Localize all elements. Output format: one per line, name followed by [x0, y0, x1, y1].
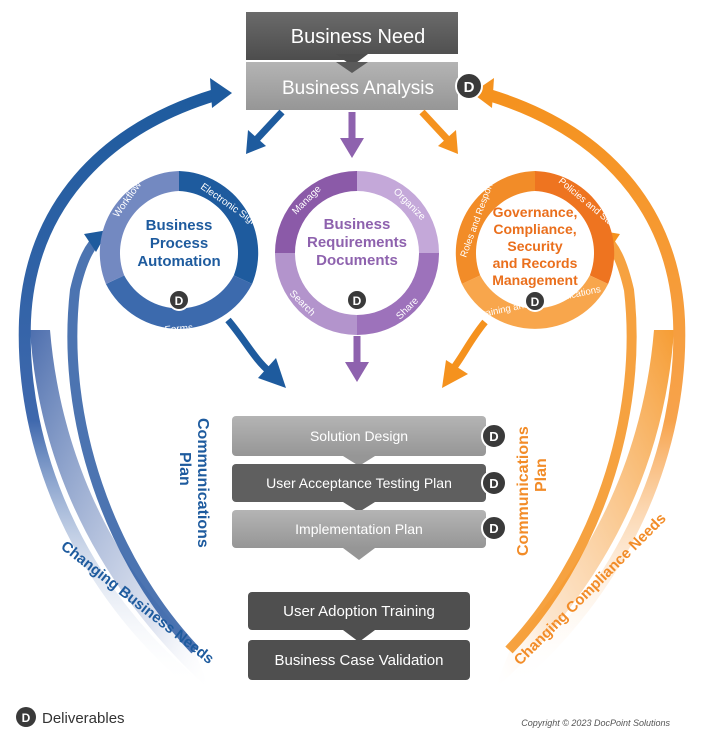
deliverable-badge	[346, 289, 368, 311]
right-arc-inner	[505, 233, 637, 654]
left-arc-arrowhead-top	[210, 78, 232, 108]
solution-design-label: Solution Design	[310, 428, 408, 444]
arrow-gov-to-plans	[449, 319, 488, 373]
comm-plan-left: Communications Plan	[176, 418, 211, 548]
business-analysis-box: Business Analysis	[246, 62, 458, 110]
svg-text:D: D	[464, 79, 475, 96]
gov-circle: Roles and Responsibilities Policies and …	[455, 150, 638, 329]
uat-plan-box: User Acceptance Testing Plan	[232, 464, 486, 512]
arrow-top-right	[419, 109, 451, 143]
svg-text:Communications: Communications	[515, 426, 532, 556]
svg-text:Documents: Documents	[316, 252, 398, 269]
business-case-box: Business Case Validation	[248, 640, 470, 680]
right-arc-arrowhead-top	[472, 78, 494, 108]
implementation-plan-label: Implementation Plan	[295, 521, 423, 537]
bpa-segment-forms: Forms	[164, 323, 193, 336]
uat-plan-label: User Acceptance Testing Plan	[266, 475, 452, 491]
left-arc	[18, 89, 217, 691]
svg-text:Governance,: Governance,	[493, 204, 578, 220]
user-adoption-box: User Adoption Training	[248, 592, 470, 642]
comm-plan-right: Communications Plan	[515, 426, 550, 556]
deliverable-badge: D	[455, 72, 483, 100]
svg-text:and Records: and Records	[493, 255, 578, 271]
solution-design-box: Solution Design	[232, 416, 486, 466]
arrow-bpa-to-plans	[225, 317, 273, 375]
svg-text:Plan: Plan	[176, 452, 193, 486]
svg-text:Compliance,: Compliance,	[493, 221, 576, 237]
legend-badge	[16, 707, 36, 727]
svg-text:Management: Management	[492, 272, 578, 288]
deliverable-badge: D	[481, 423, 507, 449]
svg-text:Process: Process	[150, 235, 208, 252]
svg-text:D: D	[489, 521, 498, 536]
legend: D Deliverables	[16, 707, 125, 727]
right-arc-fan	[494, 330, 674, 690]
right-arc	[487, 89, 686, 691]
svg-text:Communications: Communications	[194, 418, 211, 548]
business-need-box: Business Need	[246, 12, 458, 66]
deliverable-badge	[524, 290, 546, 312]
svg-text:Business: Business	[324, 216, 391, 233]
arc-left-label: Changing Business Needs	[58, 538, 218, 668]
implementation-plan-box: Implementation Plan	[232, 510, 486, 560]
business-analysis-label: Business Analysis	[282, 78, 434, 99]
business-need-label: Business Need	[291, 26, 426, 48]
copyright: Copyright © 2023 DocPoint Solutions	[521, 718, 670, 728]
deliverable-badge: D	[481, 515, 507, 541]
business-case-label: Business Case Validation	[275, 652, 444, 669]
svg-text:D: D	[489, 476, 498, 491]
deliverable-badge	[168, 289, 190, 311]
bpa-circle: Workflow Electronic Signatures Forms Bus…	[99, 171, 282, 336]
svg-text:D: D	[22, 711, 31, 725]
user-adoption-label: User Adoption Training	[283, 603, 435, 620]
svg-text:Plan: Plan	[533, 458, 550, 492]
arrow-top-left	[253, 109, 285, 143]
svg-text:D: D	[353, 294, 362, 308]
svg-text:Security: Security	[507, 238, 562, 254]
brd-circle: Manage Organize Share Search Business Re…	[275, 171, 439, 335]
svg-text:D: D	[531, 295, 540, 309]
left-arc-fan	[30, 330, 210, 690]
svg-text:Requirements: Requirements	[307, 234, 407, 251]
svg-text:D: D	[489, 429, 498, 444]
svg-text:Automation: Automation	[137, 253, 220, 270]
svg-text:D: D	[175, 294, 184, 308]
legend-label: Deliverables	[42, 710, 125, 727]
deliverable-badge: D	[481, 470, 507, 496]
left-arc-inner	[67, 233, 199, 654]
svg-text:Business: Business	[146, 217, 213, 234]
